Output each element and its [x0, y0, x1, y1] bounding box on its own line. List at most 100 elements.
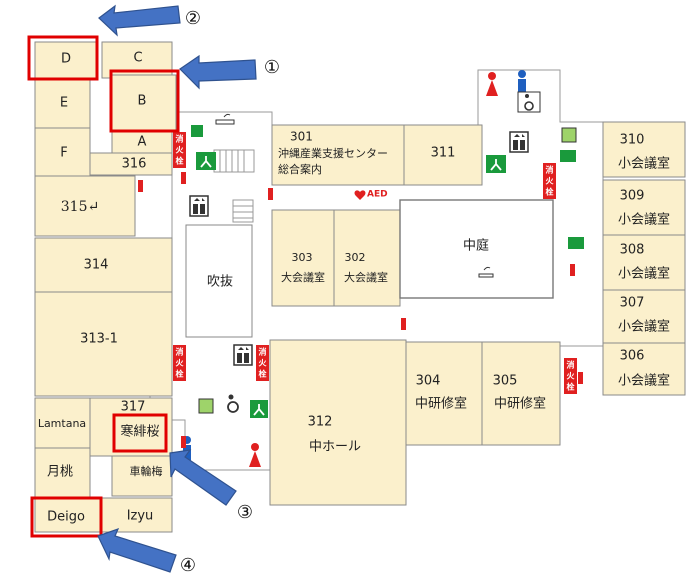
room-302-number: 302 [345, 251, 366, 264]
room-izyu-label: Izyu [127, 509, 154, 524]
room-kanhizakura-label: 寒緋桜 [120, 424, 159, 440]
svg-text:火: 火 [567, 372, 576, 381]
room-312-name: 中ホール [309, 440, 361, 455]
svg-text:栓: 栓 [567, 382, 575, 392]
room-313-1[interactable] [34, 291, 173, 397]
room-f-label: F [60, 146, 67, 161]
restroom-male-icon [518, 70, 526, 96]
room-309[interactable] [602, 179, 686, 236]
highlight-room-kanhizakura [112, 413, 168, 453]
room-310[interactable] [602, 121, 686, 178]
highlight-room-d [27, 35, 99, 81]
svg-text:栓: 栓 [259, 369, 267, 379]
room-313-1-label: 313-1 [80, 332, 118, 347]
room-a-label: A [138, 135, 147, 150]
exit-sign-icon [191, 125, 584, 249]
svg-text:AED: AED [367, 190, 388, 200]
marker-1: ① [264, 57, 280, 78]
room-317[interactable] [89, 397, 173, 457]
exit-sign-icon [486, 155, 506, 173]
room-306-name: 小会議室 [618, 373, 670, 389]
room-d[interactable] [34, 41, 98, 79]
room-303[interactable] [271, 209, 335, 307]
room-307-number: 307 [620, 296, 645, 311]
room-312-number: 312 [308, 415, 333, 430]
room-306[interactable] [602, 342, 686, 396]
room-c-label: C [133, 51, 142, 66]
room-317-label: 317 [121, 400, 146, 415]
room-301-number: 301 [290, 130, 313, 144]
room-315[interactable] [34, 175, 136, 237]
accessible-icon [517, 91, 541, 113]
svg-text:火: 火 [176, 359, 185, 368]
room-309-name: 小会議室 [618, 212, 670, 228]
svg-text:消: 消 [567, 360, 575, 370]
room-sharin[interactable] [111, 455, 173, 497]
room-304[interactable] [405, 341, 483, 446]
room-b-label: B [138, 94, 147, 109]
room-302-name: 大会議室 [344, 270, 388, 284]
room-sharin-label: 車輪梅 [130, 464, 163, 478]
room-305-name: 中研修室 [494, 396, 546, 412]
room-gekkyo-label: 月桃 [47, 465, 73, 480]
fire-hydrant-icon: 消 火 栓 [173, 132, 186, 168]
room-b[interactable] [111, 74, 177, 132]
arrow-icon [169, 449, 237, 506]
svg-text:消: 消 [176, 134, 184, 144]
atrium-void [185, 224, 253, 338]
fire-hydrant-icon: 消 火 栓 [256, 345, 269, 381]
svg-text:栓: 栓 [176, 369, 184, 379]
svg-text:栓: 栓 [546, 187, 554, 197]
fire-extinguisher-icon [138, 172, 583, 448]
room-308-number: 308 [620, 243, 645, 258]
elevator-icon [509, 131, 529, 153]
room-308[interactable] [602, 234, 686, 291]
smoking-area-icon [215, 113, 235, 125]
svg-text:火: 火 [176, 146, 185, 155]
marker-4: ④ [180, 555, 196, 576]
room-307-name: 小会議室 [618, 319, 670, 335]
svg-text:消: 消 [176, 347, 184, 357]
courtyard [399, 199, 554, 299]
stairs-icon [213, 149, 255, 173]
marker-3: ③ [237, 502, 253, 523]
room-311-label: 311 [431, 146, 456, 161]
room-d-label: D [61, 52, 71, 67]
room-e[interactable] [34, 77, 91, 129]
arrow-icon [97, 527, 177, 573]
room-311[interactable] [403, 124, 483, 186]
room-312[interactable] [269, 339, 407, 506]
svg-text:火: 火 [546, 177, 555, 186]
room-308-name: 小会議室 [618, 266, 670, 282]
elevator-icon [233, 344, 253, 366]
room-305[interactable] [481, 341, 561, 446]
elevator-icon [189, 195, 209, 217]
fire-hydrant-icon: 消 火 栓 [543, 163, 556, 199]
room-f[interactable] [34, 127, 91, 177]
smoking-area-icon [478, 266, 494, 278]
room-316[interactable] [89, 152, 173, 176]
room-307[interactable] [602, 289, 686, 344]
courtyard-label: 中庭 [463, 238, 489, 254]
room-314[interactable] [34, 237, 173, 293]
room-gekkyo[interactable] [34, 447, 91, 499]
svg-text:栓: 栓 [176, 156, 184, 166]
svg-text:消: 消 [259, 347, 267, 357]
fire-hydrant-icon: 消 火 栓 [564, 358, 577, 394]
marker-2: ② [185, 8, 201, 29]
arrow-icon [98, 4, 181, 37]
highlight-room-b [109, 69, 180, 133]
room-305-number: 305 [493, 374, 518, 389]
room-306-number: 306 [620, 349, 645, 364]
room-lamtana[interactable] [34, 397, 91, 449]
room-316-label: 316 [122, 157, 147, 172]
room-izyu[interactable] [99, 497, 173, 533]
room-lamtana-label: Lamtana [38, 417, 86, 430]
room-315-label: 315↵ [61, 199, 99, 215]
exit-sign-icon [196, 152, 216, 170]
restroom-female-icon [486, 72, 498, 96]
room-301-line2: 総合案内 [278, 162, 322, 176]
room-302[interactable] [333, 209, 401, 307]
room-310-number: 310 [620, 133, 645, 148]
room-301-line1: 沖縄産業支援センター [278, 146, 388, 160]
